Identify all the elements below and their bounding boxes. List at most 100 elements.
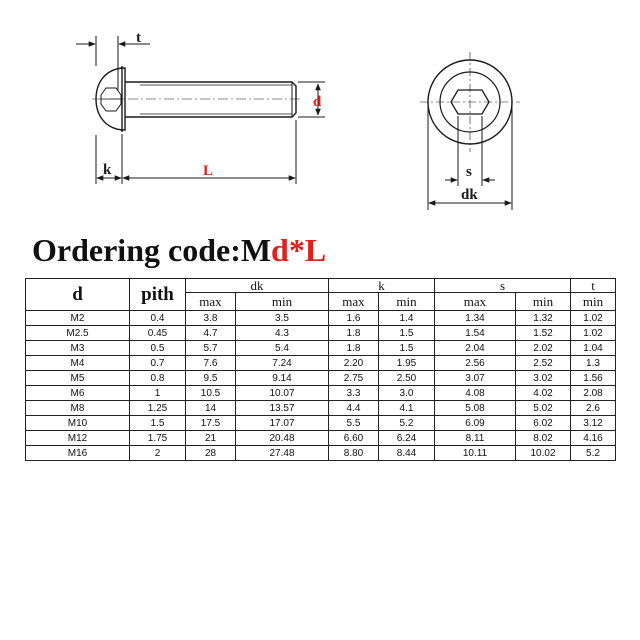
table-row: M6 1 10.5 10.07 3.3 3.0 4.08 4.02 2.08 bbox=[25, 385, 616, 401]
cell-dk-min: 7.24 bbox=[235, 355, 329, 371]
header-k: k bbox=[328, 278, 435, 293]
cell-dk-max: 21 bbox=[185, 430, 236, 446]
cell-t-min: 4.16 bbox=[570, 430, 616, 446]
cell-s-min: 2.52 bbox=[515, 355, 571, 371]
cell-s-min: 4.02 bbox=[515, 385, 571, 401]
cell-d: M2 bbox=[25, 310, 130, 326]
table-row: M12 1.75 21 20.48 6.60 6.24 8.11 8.02 4.… bbox=[25, 430, 616, 446]
cell-d: M12 bbox=[25, 430, 130, 446]
cell-k-max: 1.8 bbox=[328, 340, 379, 356]
cell-dk-max: 17.5 bbox=[185, 415, 236, 431]
cell-t-min: 2.6 bbox=[570, 400, 616, 416]
cell-dk-min: 13.57 bbox=[235, 400, 329, 416]
cell-d: M16 bbox=[25, 445, 130, 461]
t-dimension bbox=[76, 36, 150, 90]
cell-t-min: 1.3 bbox=[570, 355, 616, 371]
table-row: M4 0.7 7.6 7.24 2.20 1.95 2.56 2.52 1.3 bbox=[25, 355, 616, 371]
table-row: M5 0.8 9.5 9.14 2.75 2.50 3.07 3.02 1.56 bbox=[25, 370, 616, 386]
title-d: d bbox=[271, 232, 289, 268]
cell-d: M8 bbox=[25, 400, 130, 416]
cell-k-max: 1.6 bbox=[328, 310, 379, 326]
table-row: M8 1.25 14 13.57 4.4 4.1 5.08 5.02 2.6 bbox=[25, 400, 616, 416]
cell-s-max: 1.34 bbox=[434, 310, 516, 326]
header-t-min: min bbox=[570, 292, 616, 311]
cell-s-min: 1.32 bbox=[515, 310, 571, 326]
cell-k-min: 1.95 bbox=[378, 355, 435, 371]
k-label: k bbox=[103, 162, 112, 178]
cell-t-min: 2.08 bbox=[570, 385, 616, 401]
cell-dk-max: 7.6 bbox=[185, 355, 236, 371]
cell-t-min: 1.02 bbox=[570, 310, 616, 326]
cell-dk-min: 4.3 bbox=[235, 325, 329, 341]
header-pith: pith bbox=[129, 278, 186, 311]
cell-k-max: 3.3 bbox=[328, 385, 379, 401]
header-d: d bbox=[25, 278, 130, 311]
cell-pith: 0.5 bbox=[129, 340, 186, 356]
cell-dk-max: 10.5 bbox=[185, 385, 236, 401]
cell-s-min: 5.02 bbox=[515, 400, 571, 416]
cell-s-max: 1.54 bbox=[434, 325, 516, 341]
cell-k-max: 2.75 bbox=[328, 370, 379, 386]
cell-k-min: 1.5 bbox=[378, 325, 435, 341]
cell-k-min: 8.44 bbox=[378, 445, 435, 461]
cell-s-max: 4.08 bbox=[434, 385, 516, 401]
cell-k-max: 8.80 bbox=[328, 445, 379, 461]
screw-shank bbox=[125, 81, 297, 118]
d-dimension bbox=[298, 81, 325, 118]
cell-pith: 1.75 bbox=[129, 430, 186, 446]
cell-dk-min: 9.14 bbox=[235, 370, 329, 386]
cell-t-min: 1.04 bbox=[570, 340, 616, 356]
cell-dk-min: 10.07 bbox=[235, 385, 329, 401]
cell-dk-min: 17.07 bbox=[235, 415, 329, 431]
screw-side-view bbox=[92, 66, 302, 132]
cell-k-min: 1.5 bbox=[378, 340, 435, 356]
cell-s-max: 6.09 bbox=[434, 415, 516, 431]
cell-s-max: 5.08 bbox=[434, 400, 516, 416]
header-k-min: min bbox=[378, 292, 435, 311]
cell-k-max: 1.8 bbox=[328, 325, 379, 341]
cell-d: M2.5 bbox=[25, 325, 130, 341]
cell-dk-max: 4.7 bbox=[185, 325, 236, 341]
table-row: M2 0.4 3.8 3.5 1.6 1.4 1.34 1.32 1.02 bbox=[25, 310, 616, 326]
cell-s-min: 8.02 bbox=[515, 430, 571, 446]
header-t: t bbox=[570, 278, 616, 293]
cell-s-max: 2.56 bbox=[434, 355, 516, 371]
cell-k-max: 6.60 bbox=[328, 430, 379, 446]
cell-s-min: 3.02 bbox=[515, 370, 571, 386]
cell-pith: 0.7 bbox=[129, 355, 186, 371]
cell-pith: 0.8 bbox=[129, 370, 186, 386]
cell-k-min: 4.1 bbox=[378, 400, 435, 416]
title-L: L bbox=[304, 232, 327, 268]
cell-d: M5 bbox=[25, 370, 130, 386]
cell-k-min: 3.0 bbox=[378, 385, 435, 401]
cell-pith: 1 bbox=[129, 385, 186, 401]
header-dk-max: max bbox=[185, 292, 236, 311]
cell-dk-max: 28 bbox=[185, 445, 236, 461]
table-row: M3 0.5 5.7 5.4 1.8 1.5 2.04 2.02 1.04 bbox=[25, 340, 616, 356]
ordering-code-title: Ordering code:Md*L bbox=[32, 232, 326, 269]
cell-s-min: 2.02 bbox=[515, 340, 571, 356]
s-label: s bbox=[466, 164, 472, 180]
cell-k-min: 6.24 bbox=[378, 430, 435, 446]
table-row: M16 2 28 27.48 8.80 8.44 10.11 10.02 5.2 bbox=[25, 445, 616, 461]
header-k-max: max bbox=[328, 292, 379, 311]
t-label: t bbox=[136, 30, 141, 46]
dk-dimension bbox=[427, 104, 513, 210]
header-dk: dk bbox=[185, 278, 329, 293]
table-row: M10 1.5 17.5 17.07 5.5 5.2 6.09 6.02 3.1… bbox=[25, 415, 616, 431]
cell-dk-min: 27.48 bbox=[235, 445, 329, 461]
cell-pith: 0.45 bbox=[129, 325, 186, 341]
title-star: * bbox=[288, 232, 305, 268]
cell-d: M3 bbox=[25, 340, 130, 356]
cell-dk-max: 9.5 bbox=[185, 370, 236, 386]
cell-t-min: 3.12 bbox=[570, 415, 616, 431]
cell-k-max: 4.4 bbox=[328, 400, 379, 416]
cell-d: M6 bbox=[25, 385, 130, 401]
spec-table: d pith dk k s t max min max min max min … bbox=[25, 278, 616, 461]
cell-dk-max: 5.7 bbox=[185, 340, 236, 356]
header-dk-min: min bbox=[235, 292, 329, 311]
cell-t-min: 1.56 bbox=[570, 370, 616, 386]
header-s: s bbox=[434, 278, 571, 293]
cell-s-max: 3.07 bbox=[434, 370, 516, 386]
hex-socket bbox=[450, 89, 490, 115]
